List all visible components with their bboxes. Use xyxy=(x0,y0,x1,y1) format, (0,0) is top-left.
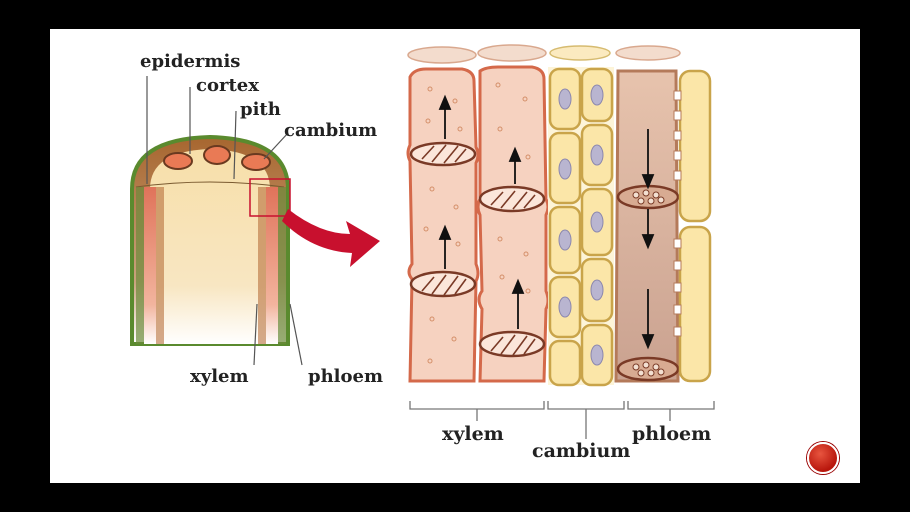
stem-section xyxy=(130,134,380,346)
tissue-magnified xyxy=(406,44,714,389)
label-pith: pith xyxy=(240,99,281,120)
zoom-box xyxy=(249,178,291,217)
stem-diagram: epidermis cortex pith cambium xylem phlo… xyxy=(130,44,715,462)
xylem-vessel-2 xyxy=(476,65,550,383)
label-xylem-tissue: xylem xyxy=(442,423,504,445)
pith-region xyxy=(150,149,270,344)
plate-1 xyxy=(409,141,477,167)
bundle-oval-left xyxy=(163,152,193,170)
plate-3 xyxy=(478,185,546,213)
right-bundle-outer xyxy=(278,187,286,344)
stem-leader-lines xyxy=(146,76,303,366)
record-circle-icon[interactable] xyxy=(807,442,839,474)
label-xylem-stem: xylem xyxy=(190,366,249,387)
label-cambium-stem: cambium xyxy=(284,120,377,141)
xylem-vessel-1 xyxy=(406,67,480,383)
left-bundle-outer xyxy=(136,187,144,344)
label-phloem-stem: phloem xyxy=(308,366,383,387)
zoom-arrow xyxy=(282,209,380,267)
bundle-oval-mid xyxy=(203,145,231,165)
label-epidermis: epidermis xyxy=(140,51,240,72)
left-bundle-phloem xyxy=(156,187,164,344)
label-cortex: cortex xyxy=(196,75,259,96)
label-cambium-tissue: cambium xyxy=(532,440,630,462)
plate-4 xyxy=(478,330,546,358)
label-phloem-tissue: phloem xyxy=(632,423,711,445)
phloem-cells xyxy=(614,69,712,383)
sieve-tube xyxy=(614,69,680,383)
tissue-brackets xyxy=(409,401,715,439)
xylem-cells xyxy=(406,65,550,383)
sieve-plate-2 xyxy=(616,356,680,382)
slide: epidermis cortex pith cambium xylem phlo… xyxy=(50,29,860,483)
bundle-oval-right xyxy=(241,153,271,171)
right-bundle-phloem xyxy=(258,187,266,344)
cambium-cells xyxy=(548,67,614,387)
right-bundle-xylem xyxy=(266,187,278,344)
plate-2 xyxy=(409,270,477,298)
left-bundle-xylem xyxy=(144,187,156,344)
